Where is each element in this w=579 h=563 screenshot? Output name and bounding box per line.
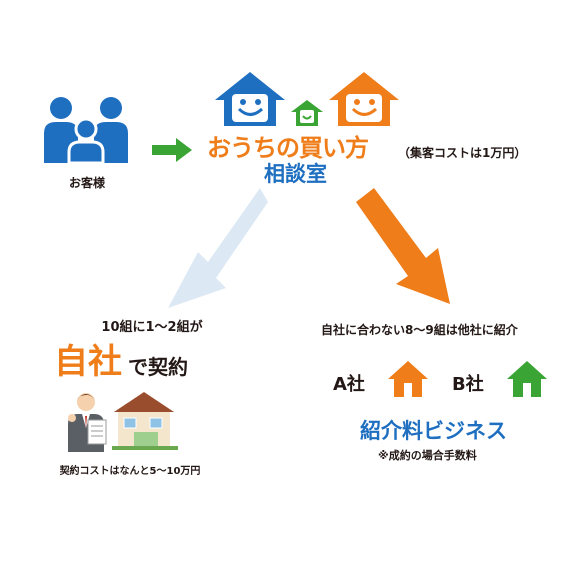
headline-contract: で契約	[128, 355, 188, 379]
company-b-label: B社	[452, 374, 484, 395]
right-arrow-icon	[152, 138, 192, 162]
house-icon-green	[507, 361, 547, 397]
referral-business-label: 紹介料ビジネス	[360, 419, 507, 443]
people-icon	[44, 97, 128, 163]
smiling-houses-logo	[215, 72, 399, 126]
brand-title: おうちの買い方	[207, 134, 369, 162]
left-branch-arrow	[168, 188, 268, 308]
company-a-label: A社	[333, 374, 365, 395]
headline-own-company: 自社	[54, 342, 122, 382]
brand-cost-note: （集客コストは1万円）	[398, 146, 527, 160]
fee-note: ※成約の場合手数料	[378, 449, 477, 462]
left-cost-text: 契約コストはなんと5〜10万円	[59, 466, 201, 477]
customer-label: お客様	[68, 176, 105, 190]
brand-subtitle: 相談室	[264, 162, 327, 186]
left-count-text: 10組に1〜2組が	[101, 320, 203, 335]
house-icon-orange	[388, 361, 428, 397]
right-count-text: 自社に合わない8〜9組は他社に紹介	[321, 323, 518, 337]
right-branch-arrow	[356, 188, 450, 304]
salesman-with-house-illustration	[68, 392, 178, 452]
